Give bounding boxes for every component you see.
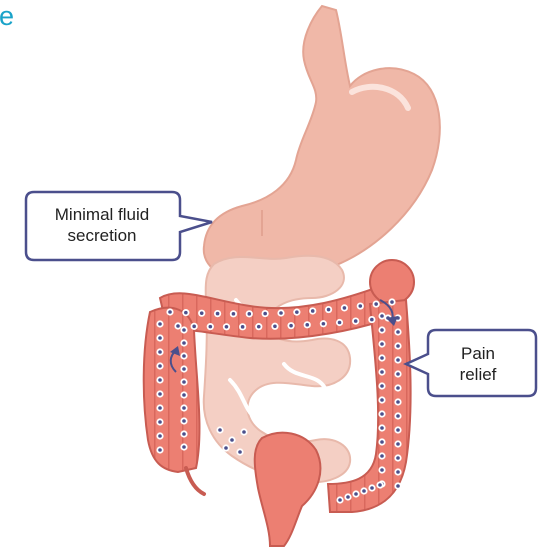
colon-dot-center [380, 328, 384, 332]
colon-dot-center [396, 456, 400, 460]
colon-dot-center [257, 325, 261, 329]
colon-dot-center [374, 302, 378, 306]
colon-dot-center [218, 428, 222, 432]
colon-dot-center [182, 445, 186, 449]
colon-dot-center [358, 304, 362, 308]
colon-dot-center [182, 354, 186, 358]
colon-dot-center [158, 406, 162, 410]
colon-dot-center [380, 384, 384, 388]
colon-dot-center [380, 398, 384, 402]
callout-left-text: Minimal fluid secretion [27, 204, 177, 246]
colon-dot-center [390, 300, 394, 304]
colon-dot-center [182, 367, 186, 371]
colon-dot-center [305, 323, 309, 327]
colon-dot-center [184, 311, 188, 315]
colon-dot-center [380, 412, 384, 416]
colon-dot-center [158, 378, 162, 382]
colon-dot-center [247, 312, 251, 316]
callout-right-line1: Pain [430, 343, 526, 364]
colon-dot-center [182, 341, 186, 345]
colon-dot-center [338, 321, 342, 325]
colon-dot-center [396, 386, 400, 390]
colon-dot-center [396, 470, 400, 474]
colon-dot-center [238, 450, 242, 454]
colon-dot-center [380, 454, 384, 458]
colon-dot-center [354, 492, 358, 496]
colon-dot-center [230, 438, 234, 442]
colon-dot-center [396, 428, 400, 432]
colon-dot-center [192, 325, 196, 329]
colon-dot-center [396, 358, 400, 362]
colon-dot-center [362, 489, 366, 493]
colon-dot-center [182, 432, 186, 436]
colon-dot-center [263, 312, 267, 316]
colon-dot-center [216, 312, 220, 316]
colon-dot-center [168, 310, 172, 314]
colon-dot-center [327, 308, 331, 312]
colon-dot-center [380, 370, 384, 374]
colon-dot-center [241, 325, 245, 329]
colon-dot-center [396, 484, 400, 488]
colon-dot-center [158, 336, 162, 340]
colon-dot-center [338, 498, 342, 502]
colon-dot-center [158, 364, 162, 368]
colon-dot-center [380, 440, 384, 444]
stomach [204, 6, 440, 281]
colon-dot-center [279, 311, 283, 315]
colon-dot-center [311, 309, 315, 313]
colon-dot-center [378, 483, 382, 487]
colon-dot-center [158, 420, 162, 424]
colon-dot-center [380, 426, 384, 430]
colon-dot-center [295, 310, 299, 314]
colon-dot-center [354, 319, 358, 323]
colon-dot-center [158, 392, 162, 396]
colon-dot-center [322, 322, 326, 326]
colon-dot-center [380, 468, 384, 472]
colon-dot-center [396, 372, 400, 376]
colon-dot-center [225, 325, 229, 329]
colon-dot-center [380, 342, 384, 346]
colon-dot-center [273, 324, 277, 328]
colon-dot-center [224, 446, 228, 450]
colon-dot-center [396, 442, 400, 446]
callout-right-text: Pain relief [430, 343, 526, 385]
colon-dot-center [158, 322, 162, 326]
callout-right-line2: relief [430, 364, 526, 385]
colon-dot-center [396, 330, 400, 334]
colon-dot-center [158, 434, 162, 438]
colon-dot-center [346, 495, 350, 499]
colon-dot-center [158, 448, 162, 452]
colon-dot-center [370, 486, 374, 490]
colon-dot-center [182, 419, 186, 423]
colon-dot-center [182, 328, 186, 332]
colon-dot-center [396, 414, 400, 418]
colon-dot-center [289, 324, 293, 328]
colon-dot-center [370, 318, 374, 322]
colon-dot-center [182, 380, 186, 384]
colon-dot-center [343, 306, 347, 310]
colon-dot-center [232, 312, 236, 316]
colon-dot-center [380, 356, 384, 360]
colon-dot-center [396, 344, 400, 348]
colon-dot-center [182, 393, 186, 397]
colon-dot-center [396, 400, 400, 404]
colon-dot-center [182, 406, 186, 410]
colon-dot-center [242, 430, 246, 434]
colon-dot-center [158, 350, 162, 354]
colon-dot-center [380, 314, 384, 318]
colon-dot-center [200, 311, 204, 315]
callout-left-line1: Minimal fluid [27, 204, 177, 225]
colon-dot-center [176, 324, 180, 328]
colon-dot-center [209, 325, 213, 329]
callout-left-line2: secretion [27, 225, 177, 246]
